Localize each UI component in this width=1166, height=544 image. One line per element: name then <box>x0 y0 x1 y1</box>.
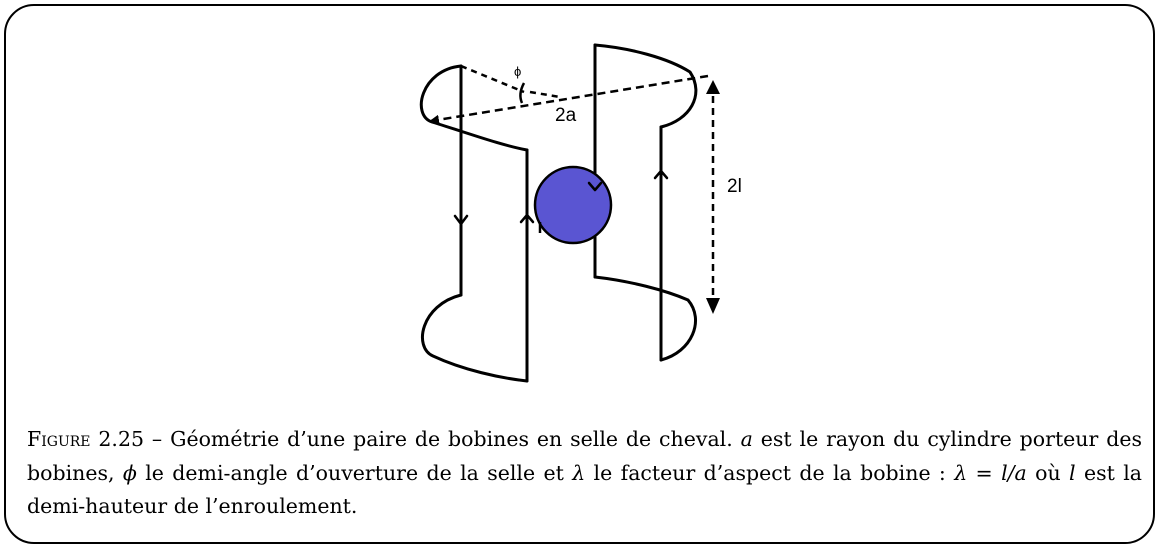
caption-text-5: où <box>1026 460 1070 485</box>
math-a: a <box>740 427 753 451</box>
current-arrow-down-inner <box>587 181 603 192</box>
current-arrow-up-right <box>653 169 669 180</box>
caption-text-1: Géométrie d’une paire de bobines en sell… <box>170 427 741 451</box>
phi-arc <box>519 82 526 104</box>
diameter-label: 2a <box>555 105 577 126</box>
height-label: 2l <box>727 176 742 197</box>
figure-caption: Figure 2.25 – Géométrie d’une paire de b… <box>27 423 1142 524</box>
phi-radius-line <box>460 64 525 94</box>
current-arrow-down-left <box>453 214 469 226</box>
math-phi: ϕ <box>122 460 137 485</box>
caption-separator: – <box>144 427 171 451</box>
phi-center-dash <box>529 90 561 99</box>
caption-text-3: le demi-angle d’ouverture de la selle et <box>136 460 573 485</box>
caption-text-4: le facteur d’aspect de la bobine : <box>585 460 955 485</box>
right-coil-top-arc <box>593 43 698 129</box>
math-formula: λ = l/a <box>954 460 1027 485</box>
diameter-arrow <box>429 74 709 125</box>
height-arrow-top-head <box>706 80 720 94</box>
right-coil <box>593 43 698 362</box>
sample-sphere <box>533 165 613 245</box>
math-lambda: λ <box>572 460 586 485</box>
caption-text-6: est la demi-hauteur de l’enroulement. <box>27 460 1142 519</box>
height-arrow-bottom-head <box>706 298 720 314</box>
caption-text-2: est le rayon du cylindre porteur des bob… <box>27 427 1142 485</box>
angle-phi <box>460 64 561 104</box>
math-l: l <box>1069 460 1076 485</box>
current-arrow-up-left-inner <box>519 213 535 224</box>
left-coil-bottom-arc <box>420 293 529 383</box>
saddle-coil-diagram: ϕ 2a 2l <box>419 43 742 383</box>
current-arrows <box>453 169 669 226</box>
right-coil-bottom-arc <box>593 275 698 362</box>
phi-label: ϕ <box>514 64 521 79</box>
figure-label: Figure 2.25 <box>27 427 145 451</box>
